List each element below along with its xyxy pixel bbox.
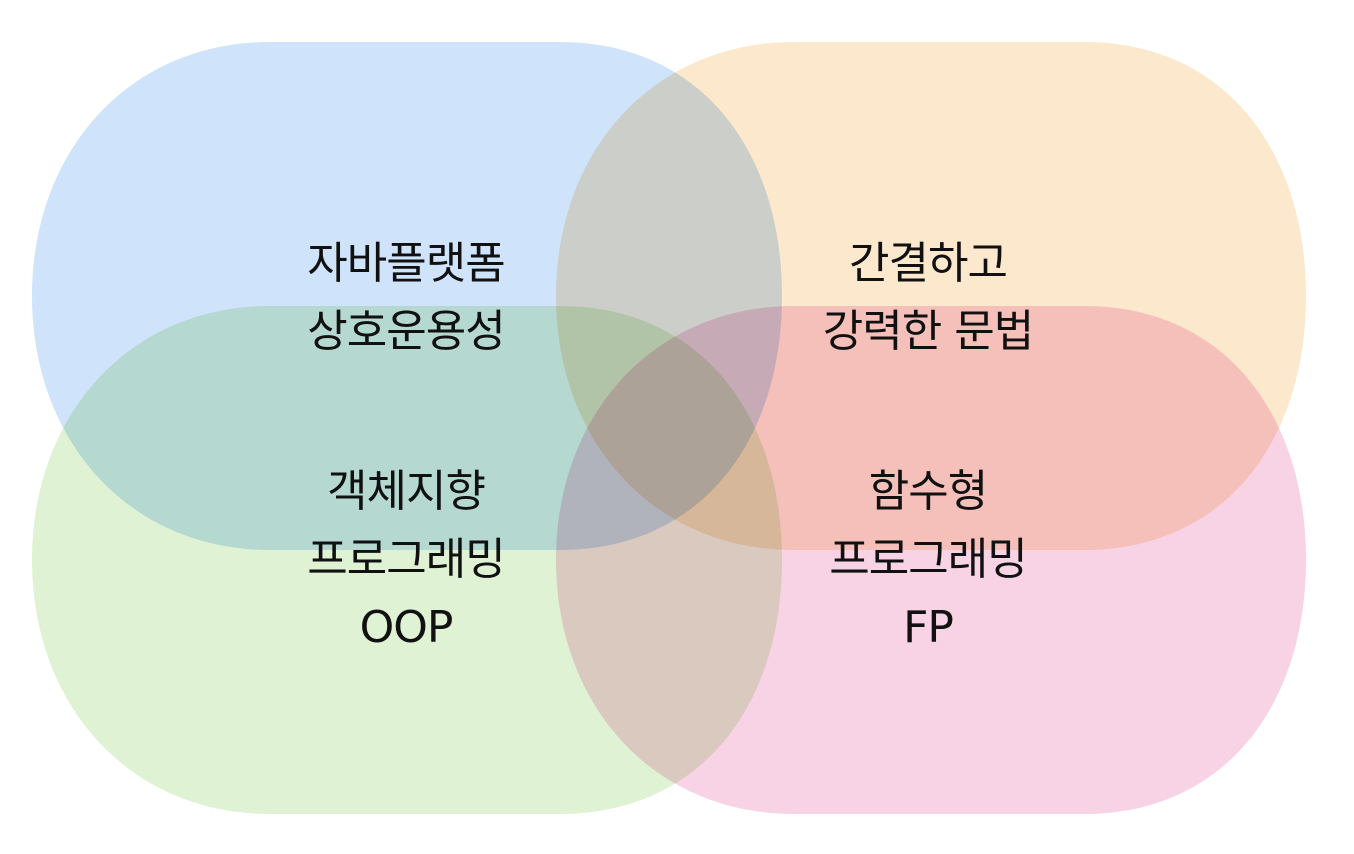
- fp-label-line3: FP: [903, 602, 954, 653]
- oop-label: 객체지향 프로그래밍 OOP: [206, 458, 606, 662]
- fp-label: 함수형 프로그래밍 FP: [728, 458, 1128, 662]
- oop-label-line1: 객체지향: [327, 466, 486, 517]
- syntax-label: 간결하고 강력한 문법: [728, 230, 1128, 366]
- fp-region-shape: [556, 306, 1306, 814]
- java-platform-label: 자바플랫폼 상호운용성: [206, 230, 606, 366]
- syntax-label-line2: 강력한 문법: [822, 306, 1034, 357]
- java-label-line2: 상호운용성: [307, 306, 505, 357]
- oop-label-line2: 프로그래밍: [307, 534, 505, 585]
- fp-label-line2: 프로그래밍: [829, 534, 1027, 585]
- syntax-label-line1: 간결하고: [849, 238, 1008, 289]
- oop-label-line3: OOP: [359, 602, 454, 653]
- java-label-line1: 자바플랫폼: [307, 238, 505, 289]
- fp-label-line1: 함수형: [868, 466, 988, 517]
